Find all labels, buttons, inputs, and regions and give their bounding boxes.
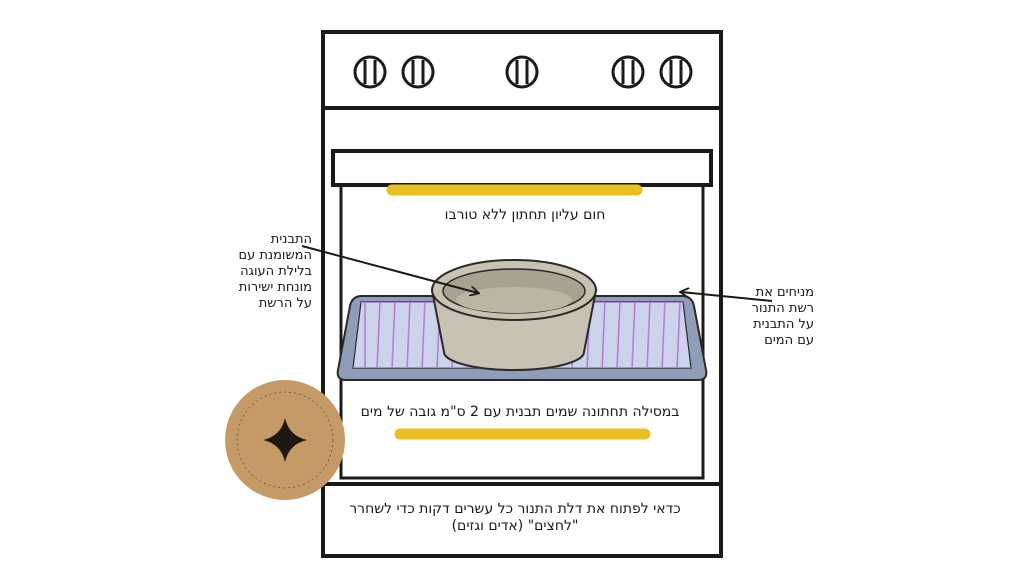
control-panel (323, 55, 721, 110)
cake-pan (430, 259, 598, 371)
pan-callout-arrow (301, 245, 478, 293)
top-shelf-bar (331, 149, 713, 187)
oven-knob-icon[interactable] (401, 55, 435, 89)
oven-knob-icon[interactable] (505, 55, 539, 89)
top-heat-label: חום עליון תחתון ללא טורבו (444, 207, 606, 223)
oven-knob-icon[interactable] (353, 55, 387, 89)
pan-callout-label: התבנית המשומנת עם בלילת העוגה מונחת ישיר… (238, 232, 312, 311)
rack-callout-label: מניחים את רשת התנור על התבנית עם המים (751, 285, 814, 348)
oven-knob-icon[interactable] (611, 55, 645, 89)
bottom-rack-label: במסילה תחתונה שמים תבנית עם 2 ס"מ גובה ש… (360, 404, 680, 420)
academy-stamp-logo (225, 380, 345, 500)
door-tip-line-1: כדאי לפתוח את דלת התנור כל עשרים דקות כד… (349, 501, 681, 517)
four-point-star-icon (263, 418, 307, 462)
rack-callout-arrow (681, 292, 773, 302)
oven-knob-icon[interactable] (659, 55, 693, 89)
door-tip-line-2: "לחצים" (אדים וגזים) (451, 518, 579, 534)
